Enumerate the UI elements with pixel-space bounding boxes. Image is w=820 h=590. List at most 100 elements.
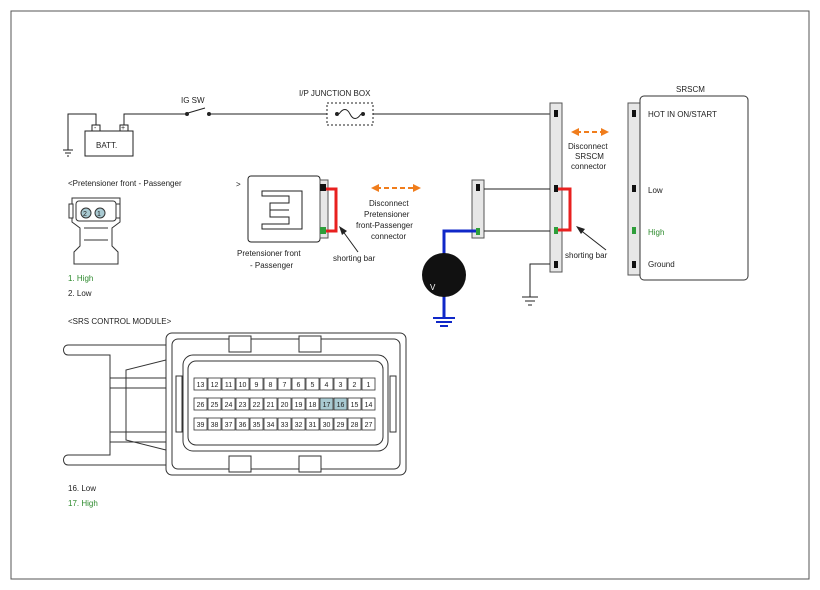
svg-text:+: + <box>121 125 125 132</box>
ip-junction-box-label: I/P JUNCTION BOX <box>299 89 371 98</box>
connector-pin-label-15: 15 <box>351 402 359 409</box>
connector-pin-label-23: 23 <box>239 402 247 409</box>
disconnect-pret-2: Pretensioner <box>364 210 410 219</box>
connector-pin-label-11: 11 <box>225 382 232 389</box>
diagram-frame <box>10 10 810 580</box>
srscm-low-label: Low <box>648 186 663 195</box>
connector-pin-32 <box>291 417 306 431</box>
connector-pin-28 <box>347 417 362 431</box>
connector-pin-19 <box>291 397 306 411</box>
connector-pin-label-27: 27 <box>365 422 373 429</box>
connector-pin-22 <box>249 397 264 411</box>
connector-pin-label-31: 31 <box>309 422 317 429</box>
shorting-bar-label-srscm: shorting bar <box>565 251 608 260</box>
disconnect-srscm-3: connector <box>571 162 606 171</box>
connector-pin-label-3: 3 <box>339 382 343 389</box>
connector-pin-4 <box>319 377 334 391</box>
svg-text:-: - <box>94 125 97 132</box>
connector-pin-34 <box>263 417 278 431</box>
connector-pin-label-37: 37 <box>225 422 233 429</box>
connector-pin-13 <box>193 377 208 391</box>
connector-pin-label-18: 18 <box>309 402 317 409</box>
pin-16-low-label: 16. Low <box>68 484 96 493</box>
connector-pin-label-5: 5 <box>311 382 315 389</box>
disconnect-arrow-pretensioner <box>371 184 421 192</box>
connector-pin-label-4: 4 <box>325 382 329 389</box>
ig-sw-label: IG SW <box>181 96 205 105</box>
connector-pin-label-38: 38 <box>211 422 219 429</box>
srscm-high-label: High <box>648 228 664 237</box>
connector-pin-label-6: 6 <box>297 382 301 389</box>
connector-pin-35 <box>249 417 264 431</box>
pretensioner-pin-1-label: 1 <box>97 211 101 218</box>
connector-pin-3 <box>333 377 348 391</box>
pretensioner-connector <box>247 175 329 243</box>
connector-pin-label-36: 36 <box>239 422 247 429</box>
disconnect-arrow-srscm <box>571 128 609 136</box>
disconnect-pret-4: connector <box>371 232 406 241</box>
connector-pin-24 <box>221 397 236 411</box>
connector-pin-36 <box>235 417 250 431</box>
connector-pin-label-25: 25 <box>211 402 219 409</box>
shorting-bar-label-pretensioner: shorting bar <box>333 254 376 263</box>
connector-pin-9 <box>249 377 264 391</box>
connector-pin-25 <box>207 397 222 411</box>
intermediate-connector <box>471 179 485 239</box>
connector-pin-label-8: 8 <box>269 382 273 389</box>
ground-symbol-meter <box>433 317 455 327</box>
connector-pin-37 <box>221 417 236 431</box>
pretensioner-pin-1 <box>94 207 106 219</box>
connector-pin-7 <box>277 377 292 391</box>
connector-pin-label-22: 22 <box>253 402 261 409</box>
connector-pin-label-7: 7 <box>283 382 287 389</box>
connector-pin-label-30: 30 <box>323 422 331 429</box>
connector-pin-23 <box>235 397 250 411</box>
pretensioner-pin-2 <box>80 207 92 219</box>
srscm-ground-label: Ground <box>648 260 675 269</box>
connector-pin-39 <box>193 417 208 431</box>
connector-pin-label-20: 20 <box>281 402 289 409</box>
pin-17-high-label: 17. High <box>68 499 98 508</box>
connector-pin-27 <box>361 417 376 431</box>
connector-pin-label-1: 1 <box>367 382 371 389</box>
pin-2-low-label: 2. Low <box>68 289 92 298</box>
ground-symbol-battery <box>63 149 73 157</box>
ip-junction-box: I/P JUNCTION BOX <box>299 89 374 126</box>
voltmeter <box>422 253 466 297</box>
connector-pin-31 <box>305 417 320 431</box>
connector-pin-38 <box>207 417 222 431</box>
connector-pin-label-24: 24 <box>225 402 233 409</box>
connector-pin-label-29: 29 <box>337 422 345 429</box>
srs-module-section-title: <SRS CONTROL MODULE> <box>68 317 172 326</box>
connector-pin-label-39: 39 <box>197 422 205 429</box>
connector-pin-29 <box>333 417 348 431</box>
pretensioner-pin-2-label: 2 <box>83 211 87 218</box>
disconnect-srscm-1: Disconnect <box>568 142 608 151</box>
connector-pin-21 <box>263 397 278 411</box>
battery: - + BATT. <box>84 124 134 157</box>
ig-switch: IG SW <box>181 96 211 116</box>
connector-pin-18 <box>305 397 320 411</box>
srscm-module: SRSCM HOT IN ON/START Low High Ground <box>627 85 749 281</box>
connector-pin-14 <box>361 397 376 411</box>
connector-pin-label-19: 19 <box>295 402 303 409</box>
connector-pin-16 <box>333 397 348 411</box>
connector-pin-label-34: 34 <box>267 422 275 429</box>
connector-pin-label-2: 2 <box>353 382 357 389</box>
pretensioner-caption-2: - Passenger <box>250 261 293 270</box>
connector-pin-11 <box>221 377 236 391</box>
connector-pin-30 <box>319 417 334 431</box>
disconnect-srscm-2: SRSCM <box>575 152 604 161</box>
connector-pin-8 <box>263 377 278 391</box>
pretensioner-connector-face: 2 1 <box>68 197 121 265</box>
connector-pin-label-26: 26 <box>197 402 205 409</box>
connector-pin-label-14: 14 <box>365 402 373 409</box>
pin-1-high-label: 1. High <box>68 274 93 283</box>
pretensioner-arrow-mark: > <box>236 180 241 189</box>
connector-pin-10 <box>235 377 250 391</box>
connector-pin-label-21: 21 <box>267 402 275 409</box>
connector-pin-20 <box>277 397 292 411</box>
pretensioner-section-title: <Pretensioner front - Passenger <box>68 179 182 188</box>
connector-pin-33 <box>277 417 292 431</box>
